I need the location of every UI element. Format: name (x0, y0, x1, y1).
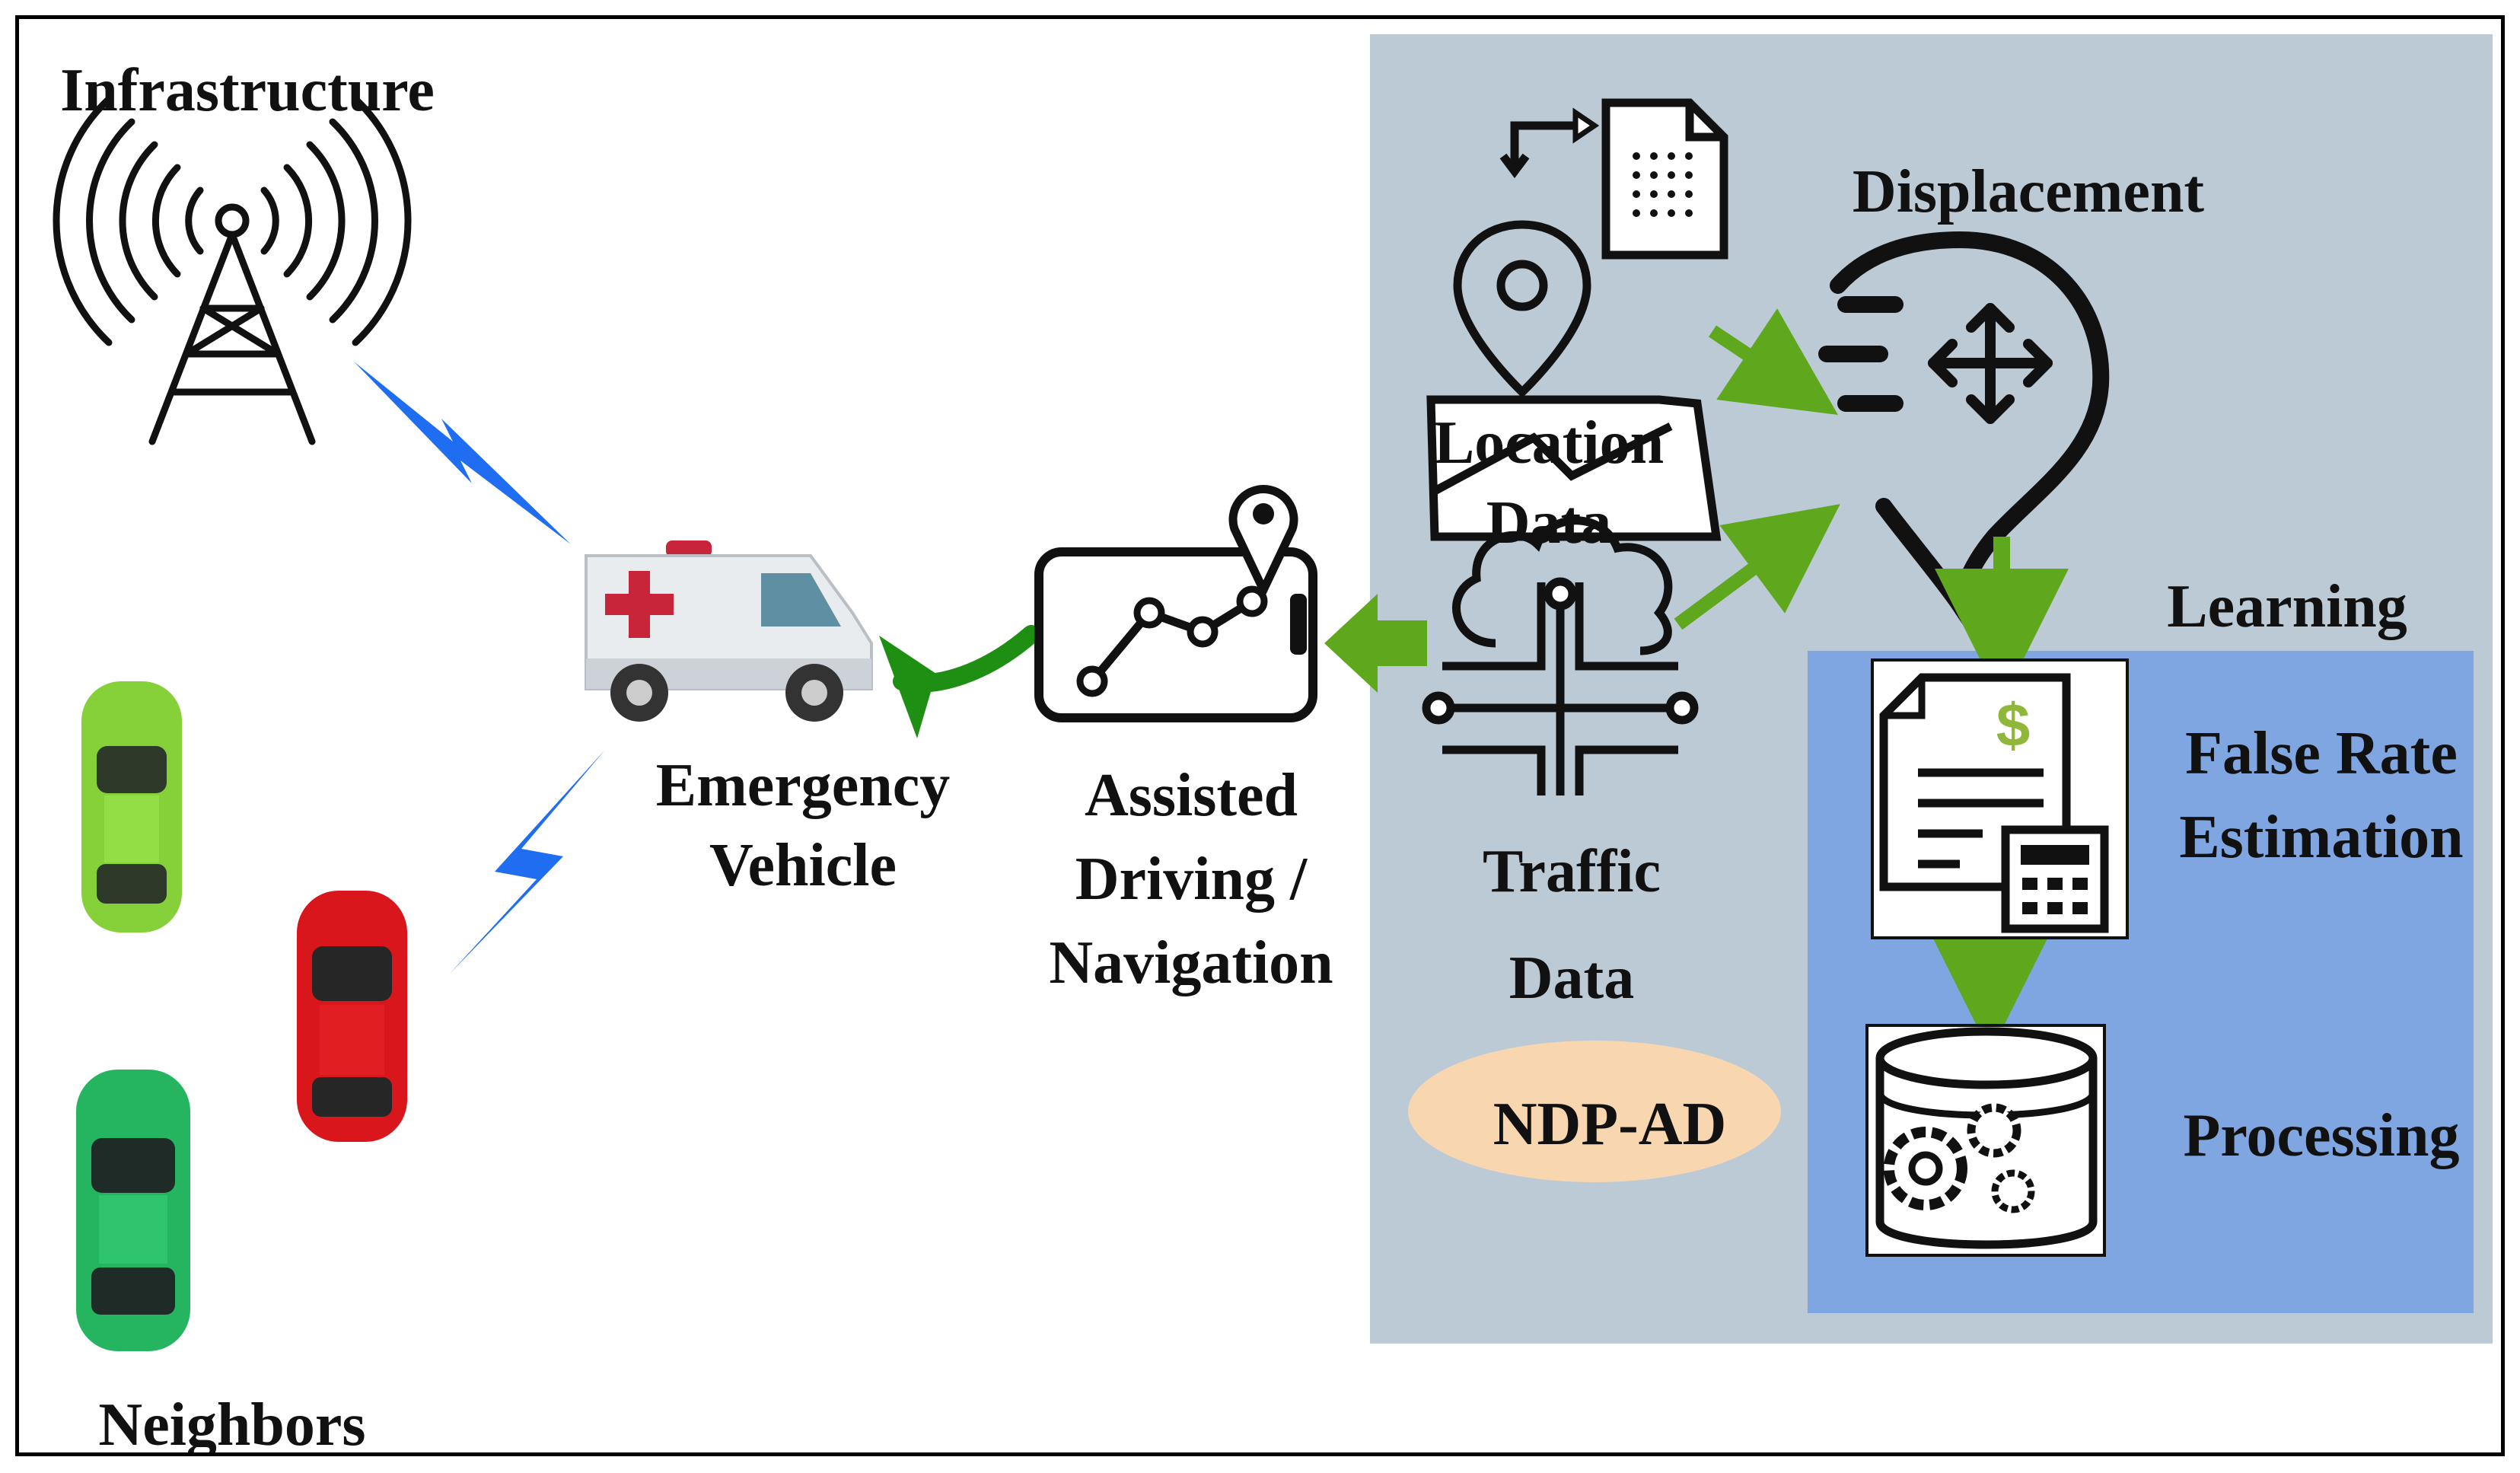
four-way-arrow-icon (1928, 303, 2053, 424)
label-infrastructure: Infrastructure (60, 57, 435, 124)
location-data-icon (1426, 98, 1728, 541)
green-arrow-to-tablet (1324, 594, 1427, 693)
label-learning: Learning (2167, 573, 2407, 640)
car-icon (81, 681, 182, 933)
ambulance-icon (585, 540, 873, 722)
green-arrow-location-to-displacement (1709, 308, 1838, 415)
green-arrow-traffic-to-displacement (1674, 504, 1840, 630)
label-processing: Processing (2183, 1102, 2460, 1169)
label-assisted-driving: Assisted Driving / Navigation (1049, 762, 1333, 996)
label-false-rate-estimation: False Rate Estimation (2179, 720, 2464, 871)
dark-green-arrow (879, 625, 1040, 738)
cloud-circuit-icon (1422, 516, 1699, 795)
label-neighbors: Neighbors (98, 1392, 366, 1456)
lightning-bolt-icon (354, 362, 571, 544)
ndp-ad-ellipse (1408, 1041, 1781, 1182)
svg-text:$: $ (1996, 691, 2031, 759)
label-displacement: Displacement (1852, 158, 2205, 225)
label-emergency-vehicle: Emergency Vehicle (655, 752, 951, 899)
database-gears-icon (1865, 1024, 2106, 1257)
document-grid-dots (1633, 152, 1693, 217)
car-icon (76, 1070, 190, 1351)
diagram-frame: $ Infrastructure Neighbors Emergency Veh… (15, 15, 2505, 1456)
diagram-canvas: $ (53, 34, 2493, 1351)
invoice-calculator-icon: $ (1871, 658, 2129, 939)
tablet-route-icon (1034, 485, 1317, 722)
label-location-data: Location Data (1433, 410, 1665, 556)
label-traffic-data: Traffic Data (1483, 838, 1661, 1012)
antenna-tower-icon (53, 95, 412, 445)
car-icon (297, 891, 407, 1142)
lightning-bolt-icon (449, 750, 605, 974)
label-ndp-ad: NDP-AD (1493, 1091, 1727, 1158)
